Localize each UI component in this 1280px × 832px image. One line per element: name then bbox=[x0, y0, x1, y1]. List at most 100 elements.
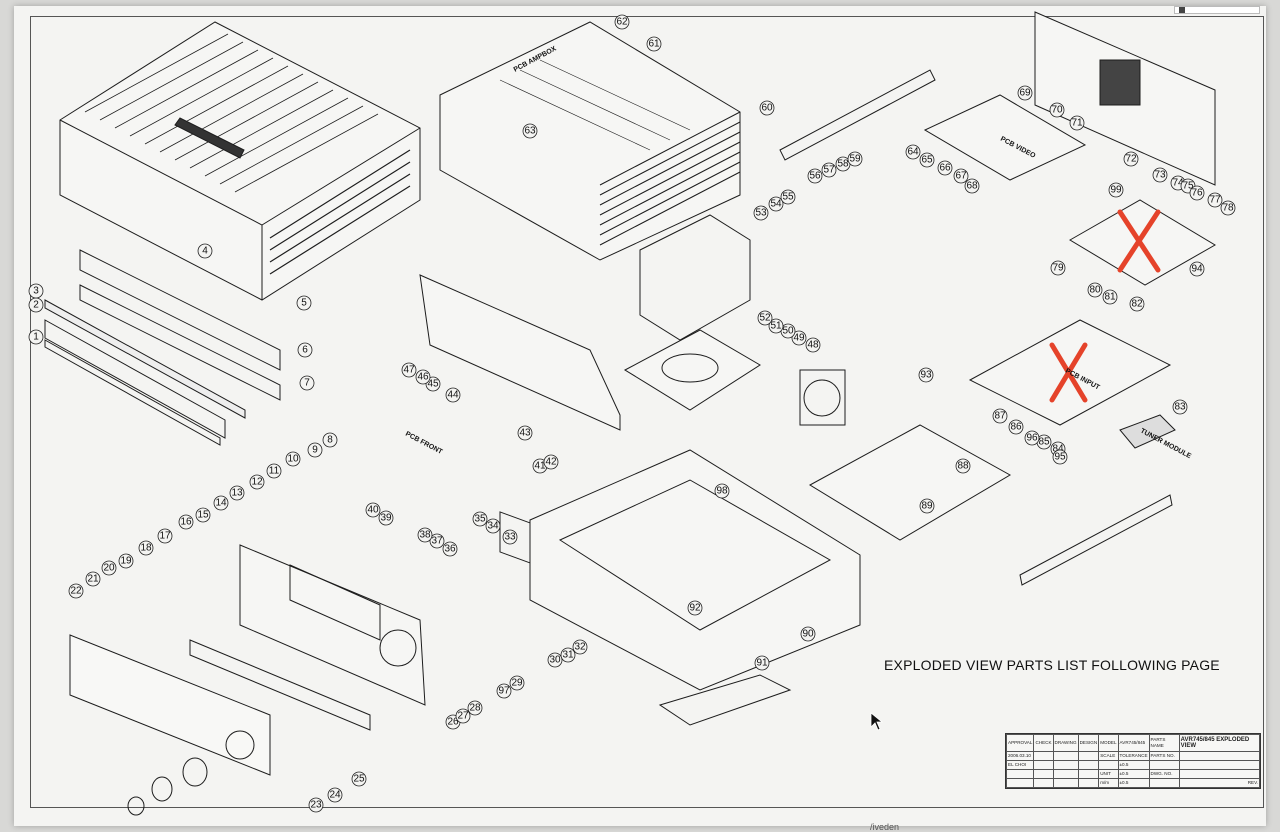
part-number-77: 77 bbox=[1209, 195, 1221, 206]
sheet-corner-tab bbox=[1174, 6, 1260, 14]
callout-circle-21 bbox=[85, 571, 101, 587]
callout-circle-12 bbox=[249, 474, 265, 490]
tb-dwg-no-label: DWG. NO. bbox=[1148, 768, 1180, 779]
part-number-42: 42 bbox=[545, 457, 557, 468]
part-number-69: 69 bbox=[1019, 88, 1031, 99]
callout-circle-90 bbox=[800, 626, 816, 642]
part-number-38: 38 bbox=[419, 530, 431, 541]
part-number-6: 6 bbox=[302, 345, 308, 356]
callout-circle-33 bbox=[502, 529, 518, 545]
callout-circle-99 bbox=[1108, 182, 1124, 198]
callout-circle-72 bbox=[1123, 151, 1139, 167]
part-number-22: 22 bbox=[70, 586, 82, 597]
bracket-58 bbox=[779, 69, 936, 161]
part-number-76: 76 bbox=[1191, 188, 1203, 199]
part-number-4: 4 bbox=[202, 246, 208, 257]
tb-unit-label: UNIT bbox=[1098, 768, 1119, 779]
callout-circle-13 bbox=[229, 485, 245, 501]
callout-circle-37 bbox=[429, 533, 445, 549]
part-number-17: 17 bbox=[159, 531, 171, 542]
tuner-module bbox=[1119, 414, 1176, 449]
part-number-97: 97 bbox=[498, 686, 510, 697]
part-number-41: 41 bbox=[534, 461, 546, 472]
part-number-75: 75 bbox=[1182, 181, 1194, 192]
callout-circle-73 bbox=[1152, 167, 1168, 183]
callout-circle-67 bbox=[953, 168, 969, 184]
callout-circle-44 bbox=[445, 387, 461, 403]
callout-circle-65 bbox=[919, 152, 935, 168]
part-number-54: 54 bbox=[770, 199, 782, 210]
callout-circle-53 bbox=[753, 205, 769, 221]
part-number-2: 2 bbox=[33, 300, 39, 311]
part-number-33: 33 bbox=[504, 532, 516, 543]
part-number-82: 82 bbox=[1131, 299, 1143, 310]
part-number-11: 11 bbox=[269, 466, 280, 477]
part-number-36: 36 bbox=[444, 544, 456, 555]
part-number-80: 80 bbox=[1089, 285, 1101, 296]
part-number-37: 37 bbox=[431, 536, 443, 547]
tb-unit-value: m/m bbox=[1098, 777, 1119, 789]
part-number-45: 45 bbox=[427, 379, 439, 390]
red-x-marks bbox=[1049, 209, 1161, 403]
callout-circle-68 bbox=[964, 178, 980, 194]
part-number-34: 34 bbox=[487, 521, 499, 532]
part-number-71: 71 bbox=[1071, 118, 1083, 129]
fan bbox=[799, 369, 846, 426]
tb-approval: APPROVAL bbox=[1005, 734, 1035, 752]
tb-tol-2: ±0.5 bbox=[1117, 768, 1150, 779]
amp-heatsink-assembly bbox=[439, 21, 741, 261]
part-number-65: 65 bbox=[921, 155, 933, 166]
board-label-front: PCB FRONT bbox=[404, 431, 444, 457]
dsp-board bbox=[809, 424, 1012, 541]
part-number-7: 7 bbox=[304, 378, 310, 389]
part-number-90: 90 bbox=[802, 629, 814, 640]
part-number-96: 96 bbox=[1026, 433, 1038, 444]
callout-circle-40 bbox=[365, 502, 381, 518]
part-number-26: 26 bbox=[447, 717, 459, 728]
callout-circle-93 bbox=[918, 367, 934, 383]
part-number-21: 21 bbox=[87, 574, 99, 585]
part-number-47: 47 bbox=[403, 365, 415, 376]
callout-circle-46 bbox=[415, 369, 431, 385]
callout-circle-16 bbox=[178, 514, 194, 530]
callout-circle-22 bbox=[68, 583, 84, 599]
base-chassis bbox=[529, 449, 861, 726]
callout-circle-77 bbox=[1207, 192, 1223, 208]
part-number-66: 66 bbox=[939, 163, 951, 174]
part-number-70: 70 bbox=[1051, 105, 1063, 116]
callout-circle-61 bbox=[646, 36, 662, 52]
part-number-12: 12 bbox=[251, 477, 263, 488]
part-number-30: 30 bbox=[549, 655, 561, 666]
callout-circle-69 bbox=[1017, 85, 1033, 101]
callout-circle-71 bbox=[1069, 115, 1085, 131]
part-number-86: 86 bbox=[1010, 422, 1022, 433]
callout-circle-60 bbox=[759, 100, 775, 116]
callout-circle-11 bbox=[266, 463, 282, 479]
red-x-hdmi-2 bbox=[1117, 209, 1161, 273]
part-number-20: 20 bbox=[103, 563, 115, 574]
part-number-39: 39 bbox=[380, 513, 392, 524]
part-number-87: 87 bbox=[994, 411, 1006, 422]
callout-circle-98 bbox=[714, 483, 730, 499]
part-number-19: 19 bbox=[120, 556, 132, 567]
callout-circle-19 bbox=[118, 553, 134, 569]
part-number-14: 14 bbox=[215, 498, 227, 509]
tb-date: 2006.03.10 bbox=[1005, 750, 1035, 761]
part-number-94: 94 bbox=[1191, 264, 1203, 275]
callout-circle-32 bbox=[572, 639, 588, 655]
top-cover bbox=[59, 21, 421, 301]
callout-circle-64 bbox=[905, 144, 921, 160]
part-number-48: 48 bbox=[807, 340, 819, 351]
part-number-79: 79 bbox=[1052, 263, 1064, 274]
callout-circle-25 bbox=[351, 771, 367, 787]
callout-circle-24 bbox=[327, 787, 343, 803]
part-number-3: 3 bbox=[33, 286, 39, 297]
part-number-53: 53 bbox=[755, 208, 767, 219]
tb-scale-label: SCALE bbox=[1098, 750, 1119, 761]
callout-circle-10 bbox=[285, 451, 301, 467]
part-number-60: 60 bbox=[761, 103, 773, 114]
part-number-85: 85 bbox=[1038, 437, 1050, 448]
callout-circle-55 bbox=[780, 189, 796, 205]
tb-parts-no-label: PARTS NO. bbox=[1148, 750, 1180, 761]
